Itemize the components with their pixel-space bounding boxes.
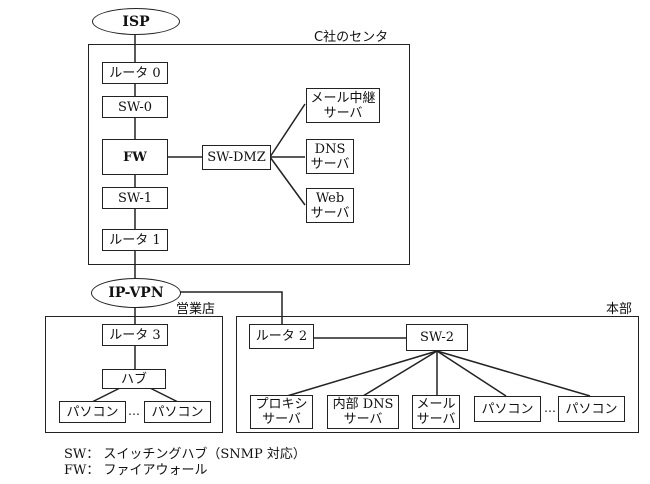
- router3-node: ルータ 3: [102, 324, 168, 346]
- sw0-node: SW-0: [102, 96, 168, 118]
- sw1-node: SW-1: [102, 187, 168, 209]
- dns-server-node: DNS サーバ: [306, 139, 354, 174]
- region-hq: [236, 316, 639, 433]
- link-sw2-pc1: [436, 350, 507, 397]
- proxy-label-2: サーバ: [262, 412, 301, 427]
- web-label-1: Web: [315, 190, 345, 206]
- router1-node: ルータ 1: [102, 229, 168, 251]
- link-sw2-proxy: [286, 350, 438, 397]
- link-hub-pc1: [91, 387, 121, 403]
- sw-dmz-node: SW-DMZ: [202, 145, 271, 170]
- hq-pc1-label: パソコン: [481, 401, 534, 417]
- region-branch-label: 営業店: [176, 302, 216, 317]
- mail-server-node: メール サーバ: [412, 395, 460, 429]
- mail-relay-label-2: サーバ: [323, 105, 363, 121]
- region-hq-label: 本部: [606, 302, 633, 317]
- mail-label-2: サーバ: [416, 412, 456, 427]
- legend-sw: SW： スイッチングハブ（SNMP 対応）: [64, 447, 306, 462]
- ipvpn-node: IP-VPN: [91, 278, 181, 308]
- isp-label: ISP: [122, 13, 150, 30]
- dns-label-2: サーバ: [310, 156, 350, 172]
- router3-label: ルータ 3: [109, 327, 161, 343]
- router0-node: ルータ 0: [102, 62, 168, 84]
- sw1-label: SW-1: [118, 190, 152, 206]
- legend: SW： スイッチングハブ（SNMP 対応） FW： ファイアウォール: [64, 447, 306, 479]
- sw-dmz-label: SW-DMZ: [207, 150, 266, 165]
- hq-ellipsis: …: [544, 401, 556, 415]
- region-branch: [45, 316, 223, 433]
- router1-label: ルータ 1: [109, 232, 161, 248]
- link-hub-pc2: [149, 387, 179, 403]
- internal-dns-label-1: 内部 DNS: [332, 397, 394, 412]
- legend-fw: FW： ファイアウォール: [64, 463, 208, 478]
- hq-pc2-label: パソコン: [565, 401, 618, 417]
- hub-label: ハブ: [120, 371, 147, 387]
- ipvpn-label: IP-VPN: [108, 285, 164, 301]
- branch-pc2-label: パソコン: [151, 404, 204, 420]
- branch-pc1-label: パソコン: [66, 404, 119, 420]
- fw-node: FW: [102, 139, 168, 175]
- region-center-label: C社のセンタ: [314, 30, 389, 45]
- hub-node: ハブ: [102, 369, 166, 389]
- router0-label: ルータ 0: [109, 65, 161, 81]
- router2-label: ルータ 2: [255, 329, 308, 344]
- isp-node: ISP: [92, 8, 180, 35]
- router2-node: ルータ 2: [249, 324, 314, 349]
- sw2-node: SW-2: [406, 324, 468, 351]
- internal-dns-label-2: サーバ: [343, 412, 383, 427]
- fw-label: FW: [123, 149, 147, 165]
- web-server-node: Web サーバ: [306, 188, 354, 223]
- mail-relay-server-node: メール中継 サーバ: [306, 88, 380, 123]
- branch-pc1-node: パソコン: [59, 401, 126, 423]
- proxy-server-node: プロキシ サーバ: [250, 395, 313, 429]
- link-swdmz-web: [269, 156, 306, 206]
- sw0-label: SW-0: [118, 99, 152, 115]
- link-sw2-internal-dns: [362, 350, 438, 397]
- link-swdmz-mail-relay: [269, 103, 306, 158]
- internal-dns-server-node: 内部 DNS サーバ: [327, 395, 399, 429]
- link-sw2-pc2: [436, 350, 591, 397]
- mail-relay-label-1: メール中継: [310, 90, 376, 106]
- mail-label-1: メール: [416, 397, 456, 412]
- branch-pc2-node: パソコン: [144, 401, 211, 423]
- proxy-label-1: プロキシ: [255, 397, 308, 412]
- dns-label-1: DNS: [314, 141, 346, 157]
- link-ipvpn-router2: [180, 291, 283, 324]
- hq-pc2-node: パソコン: [558, 396, 625, 422]
- region-center: [88, 44, 410, 265]
- web-label-2: サーバ: [310, 205, 350, 221]
- branch-ellipsis: …: [128, 404, 140, 418]
- hq-pc1-node: パソコン: [474, 396, 541, 422]
- sw2-label: SW-2: [420, 330, 454, 345]
